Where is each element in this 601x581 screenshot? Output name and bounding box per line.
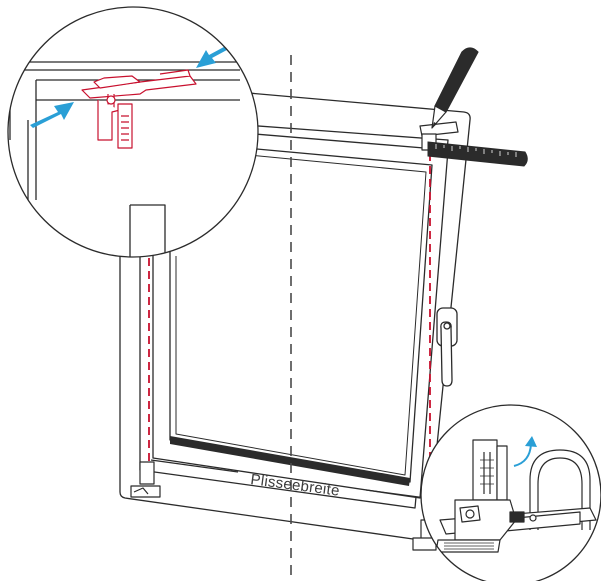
detail-bottom-clamp-tray-lines [444, 542, 494, 550]
detail-bottom-clamp-knob [509, 511, 525, 523]
detail-clamp-knob [106, 95, 116, 105]
detail-bottom-profile-inner [537, 457, 583, 530]
detail-clamp-tab [159, 69, 191, 77]
clamp-left-body [139, 461, 155, 485]
pencil-tip-lead [432, 122, 437, 128]
detail-bottom-rotate-arrow [513, 436, 537, 467]
detail-bottom-profile-arc [529, 449, 591, 530]
detail-clamp-ribs [121, 115, 129, 141]
detail-top-clamp [81, 69, 197, 149]
pencil-tip-wood [431, 105, 447, 129]
detail-top-background [8, 7, 258, 257]
arrow-right-icon [30, 102, 74, 128]
frame-inner-edge [139, 117, 449, 509]
detail-clamp-arm [81, 75, 197, 99]
rotate-arrow-head [525, 436, 537, 447]
sash-bottom-bead [170, 436, 410, 486]
folding-ruler [427, 141, 528, 167]
sash-glass-bead [175, 148, 427, 476]
pencil [431, 47, 479, 129]
width-line [150, 459, 427, 499]
detail-clamp-jaw-right [117, 103, 133, 149]
detail-circle-bottom [420, 404, 601, 581]
detail-bottom-clamp-post-side [496, 445, 508, 501]
window-handle [436, 307, 458, 387]
ruler-ticks [435, 144, 517, 157]
handle-pivot [443, 322, 451, 330]
detail-bottom-border [420, 404, 601, 581]
ruler-body [427, 141, 528, 167]
handle-lever [440, 321, 453, 387]
top-clamp-body [419, 121, 459, 137]
detail-bottom-clamp-ribs [483, 452, 491, 494]
detail-clamp-jaw-left [97, 100, 121, 141]
rotate-arrow-icon [513, 443, 532, 467]
marking-lines [148, 140, 431, 528]
detail-bottom-clamp-ribs-h [480, 459, 494, 485]
detail-circle-top [7, 6, 259, 258]
detail-bottom-clamp-bolt [465, 509, 475, 519]
pencil-body [434, 47, 479, 113]
bottom-left-clamp [130, 461, 161, 498]
clamp-right-foot [412, 537, 437, 551]
clamp-left-jaw [133, 487, 149, 495]
window-sash [152, 126, 449, 499]
detail-bottom-screw [529, 514, 537, 522]
detail-clamp-top [93, 75, 141, 89]
detail-bottom-clamp-post [472, 439, 498, 501]
detail-top-border [7, 6, 259, 258]
